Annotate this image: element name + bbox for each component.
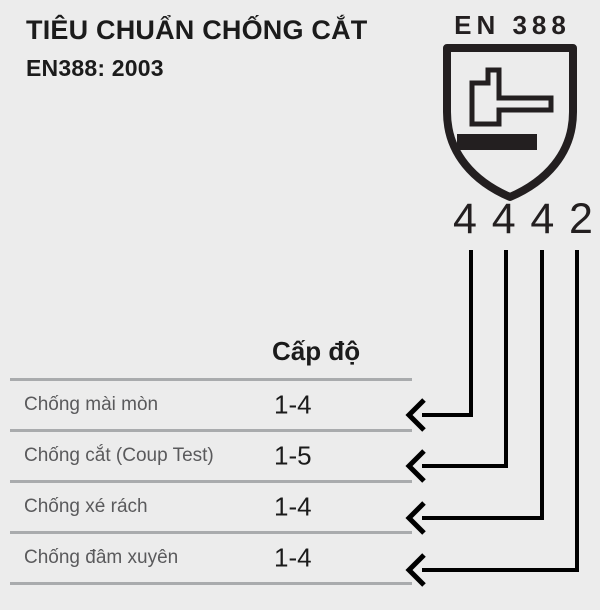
title-block: TIÊU CHUẨN CHỐNG CẮT EN388: 2003 [26, 14, 426, 84]
table-row: Chống xé rách 1-4 [10, 483, 412, 531]
connector-line-4 [422, 250, 579, 572]
row-label-puncture: Chống đâm xuyên [24, 547, 179, 568]
table-row: Chống mài mòn 1-4 [10, 381, 412, 429]
table-rule-2 [10, 480, 412, 483]
ratings-table: Cấp độ Chống mài mòn 1-4 Chống cắt (Coup… [10, 336, 412, 585]
row-label-cut: Chống cắt (Coup Test) [24, 445, 214, 466]
logo-caption: EN 388 [454, 10, 571, 40]
rating-digit-2: 4 [491, 195, 516, 243]
row-value-abrasion: 1-4 [274, 389, 312, 420]
hammer-anvil-icon [457, 67, 554, 150]
table-row: Chống đâm xuyên 1-4 [10, 534, 412, 582]
table-header-row: Cấp độ [10, 336, 412, 378]
rating-digits: 4 4 4 2 [450, 198, 596, 241]
page-subtitle: EN388: 2003 [26, 54, 164, 81]
table-rule-bottom [10, 582, 412, 585]
row-value-tear: 1-4 [274, 491, 312, 522]
row-value-cut: 1-5 [274, 440, 312, 471]
table-rule-3 [10, 531, 412, 534]
shield-icon [443, 44, 577, 201]
row-label-abrasion: Chống mài mòn [24, 394, 159, 415]
connector-line-3 [422, 250, 544, 520]
connector-line-2 [422, 250, 508, 468]
en388-logo: EN 388 [436, 8, 584, 208]
table-rule-top [10, 378, 412, 381]
row-label-tear: Chống xé rách [24, 496, 148, 517]
connector-line-1 [422, 250, 473, 417]
rating-digit-4: 2 [569, 195, 593, 243]
table-rule-1 [10, 429, 412, 432]
page-title: TIÊU CHUẨN CHỐNG CẮT [26, 15, 368, 45]
column-header-level: Cấp độ [272, 336, 361, 366]
table-row: Chống cắt (Coup Test) 1-5 [10, 432, 412, 480]
row-value-puncture: 1-4 [274, 542, 312, 573]
rating-digit-3: 4 [530, 195, 555, 243]
rating-digit-1: 4 [453, 195, 477, 243]
